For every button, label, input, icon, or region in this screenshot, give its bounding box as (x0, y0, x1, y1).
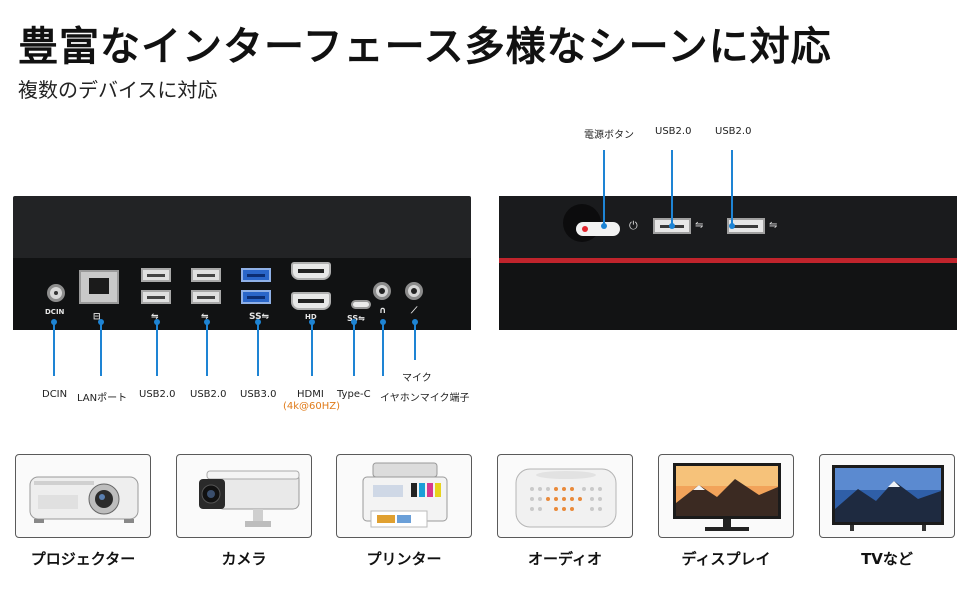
label-typec: Type-C (337, 389, 371, 400)
callout-dot-usb2a (154, 319, 160, 325)
lan-port (79, 270, 119, 304)
front-usb2-port-2 (727, 218, 765, 234)
front-red-stripe (499, 258, 957, 263)
callout-dot-front-usb2b (729, 223, 735, 229)
earphone-jack (373, 282, 391, 300)
label-hdmi: HDMI (297, 389, 324, 400)
device-label-projector: プロジェクター (30, 550, 136, 568)
page-title: 豊富なインターフェース多様なシーンに対応 (18, 24, 832, 70)
usb2-port-a2 (141, 290, 171, 304)
usb2-port-b2 (191, 290, 221, 304)
front-panel: ⏻ ⇋ ⇋ (499, 196, 957, 330)
hdmi-port-2 (291, 292, 331, 310)
callout-line-front-usb2b (731, 150, 733, 226)
usb2-port-a1 (141, 268, 171, 282)
device-card-camera (176, 454, 312, 538)
callout-dot-hdmi (309, 319, 315, 325)
label-front-usb2a: USB2.0 (655, 126, 692, 137)
projector-icon (29, 476, 139, 523)
callout-dot-earphone (380, 319, 386, 325)
callout-dot-dcin (51, 319, 57, 325)
mic-symbol-icon: ⟋ (411, 306, 418, 316)
monitor-icon (673, 463, 781, 531)
device-card-display (658, 454, 794, 538)
callout-line-typec (353, 322, 355, 376)
device-card-printer (336, 454, 472, 538)
usb3-port-1 (241, 268, 271, 282)
typec-port (351, 300, 371, 309)
tv-icon (832, 465, 944, 531)
usb-symbol-icon: ⇋ (769, 220, 778, 231)
usb-symbol-icon: ⇋ (695, 220, 704, 231)
rear-panel-top (13, 196, 471, 258)
usb-symbol-icon: ⇋ (151, 312, 159, 322)
callout-dot-lan (98, 319, 104, 325)
headset-symbol-icon: ∩ (379, 306, 387, 316)
label-lan: LANポート (77, 393, 128, 404)
callout-line-dcin (53, 322, 55, 376)
page-subtitle: 複数のデバイスに対応 (18, 78, 218, 102)
callout-dot-power (601, 223, 607, 229)
callout-dot-usb3 (255, 319, 261, 325)
device-label-tv: TVなど (861, 550, 913, 568)
label-earphone: イヤホンマイク端子 (380, 393, 470, 404)
callout-line-hdmi (311, 322, 313, 376)
dcin-port (47, 284, 65, 302)
front-panel-lower (499, 263, 957, 330)
device-label-camera: カメラ (221, 550, 267, 568)
rear-panel: DCIN ⊟ ⇋ ⇋ SS⇋ HD SS⇋ ∩ ⟋ (13, 196, 471, 330)
typec-symbol-icon: SS⇋ (347, 314, 365, 323)
label-usb2a: USB2.0 (139, 389, 176, 400)
hdmi-marking: HD (305, 313, 317, 321)
label-dcin: DCIN (42, 389, 68, 400)
callout-line-usb3 (257, 322, 259, 376)
callout-line-power (603, 150, 605, 226)
printer-icon (362, 462, 448, 528)
mic-jack (405, 282, 423, 300)
label-hdmi-resolution: (4k@60HZ) (283, 401, 341, 412)
label-mic: マイク (402, 373, 432, 384)
device-card-audio (497, 454, 633, 538)
label-front-usb2b: USB2.0 (715, 126, 752, 137)
callout-line-usb2b (206, 322, 208, 376)
callout-line-front-usb2a (671, 150, 673, 226)
hdmi-port-1 (291, 262, 331, 280)
callout-line-usb2a (156, 322, 158, 376)
device-label-display: ディスプレイ (681, 550, 771, 568)
callout-dot-typec (351, 319, 357, 325)
device-label-audio: オーディオ (528, 550, 602, 568)
lan-symbol-icon: ⊟ (93, 312, 101, 322)
label-usb3: USB3.0 (240, 389, 277, 400)
callout-dot-front-usb2a (669, 223, 675, 229)
label-power: 電源ボタン (584, 130, 634, 141)
device-card-projector (15, 454, 151, 538)
speaker-icon (515, 468, 617, 528)
usb3-port-2 (241, 290, 271, 304)
callout-dot-usb2b (204, 319, 210, 325)
callout-dot-mic (412, 319, 418, 325)
usb2-port-b1 (191, 268, 221, 282)
usb-symbol-icon: ⇋ (201, 312, 209, 322)
callout-line-mic (414, 322, 416, 360)
power-button (576, 222, 620, 236)
device-label-printer: プリンター (366, 550, 442, 568)
power-icon: ⏻ (629, 219, 638, 232)
dcin-marking: DCIN (45, 308, 65, 316)
camera-icon (199, 470, 300, 527)
usb3-symbol-icon: SS⇋ (249, 312, 270, 322)
label-usb2b: USB2.0 (190, 389, 227, 400)
callout-line-lan (100, 322, 102, 376)
callout-line-earphone (382, 322, 384, 376)
device-card-tv (819, 454, 955, 538)
